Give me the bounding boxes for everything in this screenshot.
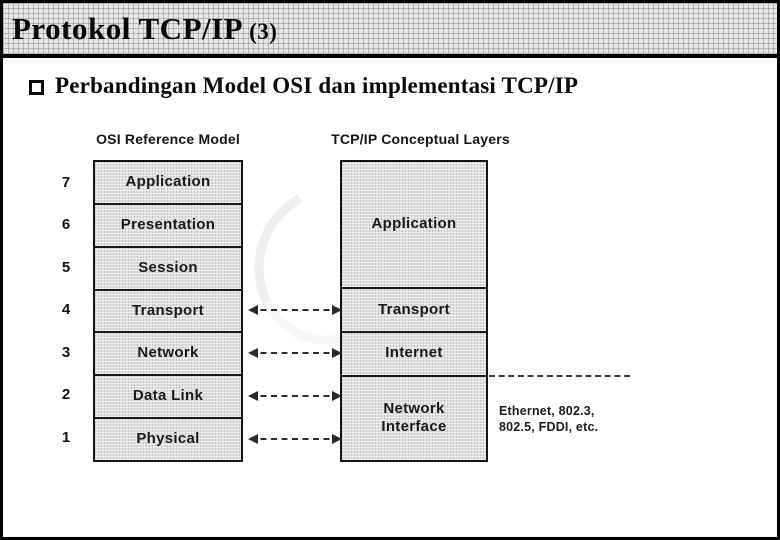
tcpip-layer-internet: Internet	[342, 330, 486, 375]
bullet-item: Perbandingan Model OSI dan implementasi …	[29, 73, 578, 99]
osi-stack: Application Presentation Session Transpo…	[93, 160, 243, 462]
page-title-main: Protokol TCP/IP	[12, 10, 244, 46]
tcpip-layer-label: Network Interface	[381, 399, 447, 436]
tcpip-layer-transport: Transport	[342, 287, 486, 331]
tcpip-layer-label: Internet	[385, 344, 443, 362]
annotation-dashed-line	[489, 375, 630, 377]
osi-layer-application: Application	[95, 162, 241, 203]
osi-column-heading: OSI Reference Model	[96, 131, 240, 147]
osi-layer-transport: Transport	[95, 288, 241, 332]
osi-layer-label: Network	[137, 344, 199, 362]
tcpip-column-heading: TCP/IP Conceptual Layers	[331, 131, 510, 147]
osi-layer-label: Transport	[132, 301, 204, 319]
osi-layer-label: Presentation	[120, 215, 216, 233]
network-interface-annotation: Ethernet, 802.3, 802.5, FDDI, etc.	[499, 403, 598, 435]
tcpip-layer-application: Application	[342, 162, 486, 288]
osi-layer-number-1: 1	[61, 429, 71, 446]
osi-layer-datalink: Data Link	[95, 374, 241, 418]
page-title-suffix: (3)	[249, 18, 278, 44]
mapping-arrow-physical	[248, 434, 342, 444]
mapping-arrow-network-internet	[248, 348, 342, 358]
annotation-line-1: Ethernet, 802.3,	[499, 404, 595, 418]
osi-layer-session: Session	[95, 245, 241, 289]
osi-layer-label: Application	[125, 173, 211, 191]
square-bullet-icon	[29, 80, 44, 95]
osi-layer-label: Session	[138, 258, 198, 276]
osi-layer-physical: Physical	[95, 417, 241, 461]
osi-layer-number-5: 5	[61, 259, 71, 276]
osi-layer-label: Physical	[136, 430, 200, 448]
osi-layer-number-2: 2	[61, 386, 71, 403]
osi-layer-presentation: Presentation	[95, 202, 241, 246]
title-bar: Protokol TCP/IP(3)	[3, 3, 777, 58]
osi-layer-number-4: 4	[61, 301, 71, 318]
osi-layer-number-7: 7	[61, 174, 71, 191]
tcpip-stack: Application Transport Internet Network I…	[340, 160, 488, 462]
page-title: Protokol TCP/IP(3)	[3, 11, 277, 47]
osi-layer-number-3: 3	[61, 344, 71, 361]
mapping-arrow-datalink	[248, 391, 342, 401]
tcpip-layer-label: Application	[371, 215, 457, 233]
bullet-text: Perbandingan Model OSI dan implementasi …	[55, 73, 579, 98]
mapping-arrow-transport	[248, 305, 342, 315]
tcpip-layer-label: Transport	[378, 300, 450, 318]
osi-layer-number-6: 6	[61, 216, 71, 233]
osi-layer-label: Data Link	[132, 387, 204, 405]
osi-layer-network: Network	[95, 331, 241, 375]
tcpip-layer-network-interface: Network Interface	[342, 374, 486, 460]
annotation-line-2: 802.5, FDDI, etc.	[499, 420, 599, 434]
